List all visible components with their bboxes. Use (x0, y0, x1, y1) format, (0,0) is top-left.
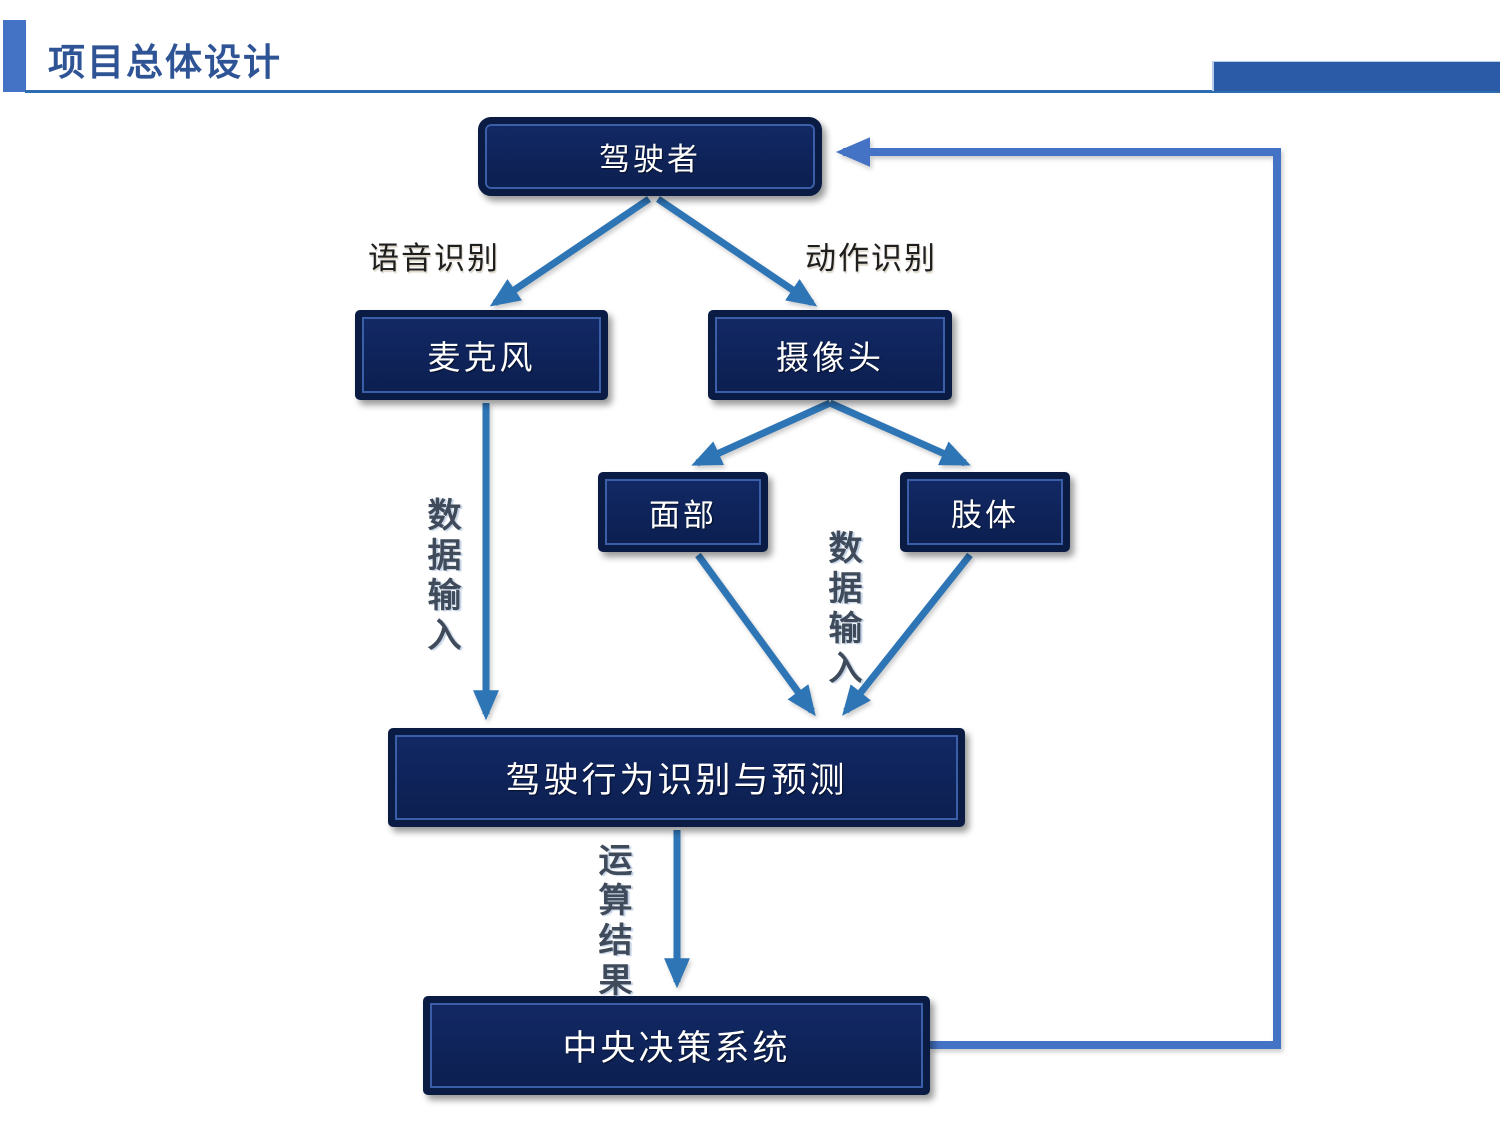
node-microphone: 麦克风 (355, 310, 608, 400)
arrow-feedback-decision-to-driver (835, 137, 1281, 1049)
node-camera-label: 摄像头 (776, 339, 884, 376)
node-face-label: 面部 (649, 497, 717, 533)
arrow-camera-to-face (691, 399, 832, 467)
node-limbs: 肢体 (900, 472, 1070, 552)
title-accent-bar (3, 20, 26, 92)
node-driver-label: 驾驶者 (599, 142, 701, 177)
header-right-bar (1212, 61, 1500, 91)
arrow-driver-to-camera (656, 196, 818, 307)
node-central-decision-system: 中央决策系统 (423, 996, 930, 1095)
arrow-camera-to-limbs (828, 399, 971, 467)
node-behavior-recognition: 驾驶行为识别与预测 (388, 728, 965, 827)
node-limbs-label: 肢体 (951, 497, 1019, 533)
arrow-face-to-behavior (695, 552, 816, 717)
edge-label-speech-recognition: 语音识别 (368, 241, 500, 276)
edge-label-data-input-right: 数据输入 (823, 530, 861, 690)
node-face: 面部 (598, 472, 768, 552)
page-title: 项目总体设计 (48, 42, 282, 83)
edge-label-motion-recognition: 动作识别 (805, 241, 937, 276)
edge-label-computation-result: 运算结果 (593, 842, 631, 1002)
node-microphone-label: 麦克风 (427, 339, 536, 376)
arrow-driver-to-microphone (489, 196, 651, 307)
node-driver: 驾驶者 (478, 117, 822, 196)
edge-label-data-input-left: 数据输入 (422, 497, 460, 657)
title-underline (25, 90, 1500, 93)
node-behavior-recognition-label: 驾驶行为识别与预测 (505, 761, 848, 800)
node-central-decision-system-label: 中央决策系统 (562, 1029, 791, 1068)
node-camera: 摄像头 (708, 310, 952, 400)
